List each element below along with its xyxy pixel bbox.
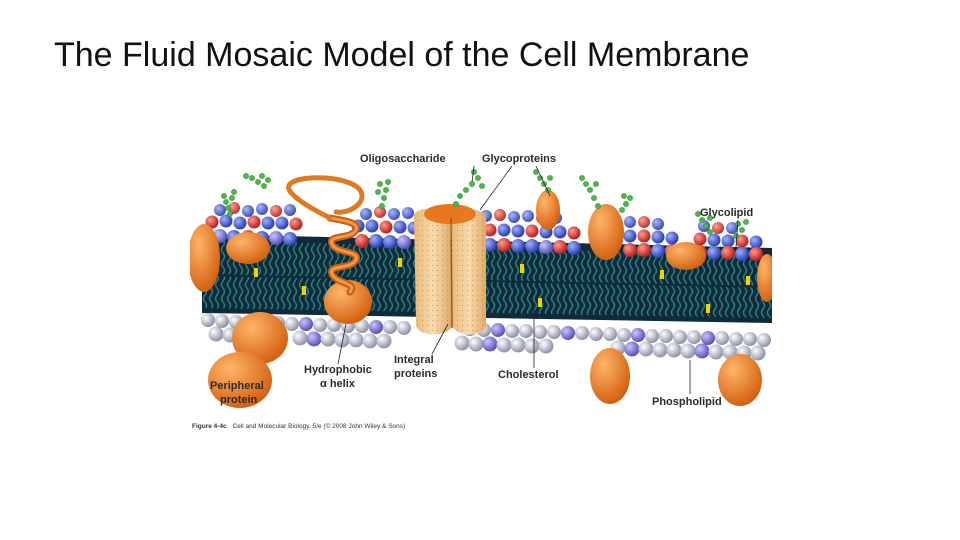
diagram-labels: Oligosaccharide Glycoproteins Glycolipid… <box>210 153 753 408</box>
label-hydrophobic-line2: α helix <box>320 378 356 390</box>
label-glycolipid: Glycolipid <box>700 207 753 219</box>
inner-protein-right <box>718 354 762 406</box>
sugar-chain-1 <box>221 189 237 217</box>
leader-oligosaccharide <box>471 165 475 183</box>
sugar-chain-8 <box>695 211 713 235</box>
surface-protein-left <box>226 232 270 264</box>
label-integral-line1: Integral <box>394 354 434 366</box>
sugar-chain-4 <box>453 169 485 207</box>
label-hydrophobic-line1: Hydrophobic <box>304 364 372 376</box>
membrane-figure: Oligosaccharide Glycoproteins Glycolipid… <box>190 148 772 436</box>
peripheral-protein <box>232 312 288 364</box>
leader-glycolipid <box>735 219 739 249</box>
leader-hydrophobic <box>337 323 347 365</box>
sugar-chain-7 <box>619 193 633 213</box>
leader-lines <box>337 165 739 394</box>
alpha-helix-protein <box>286 175 372 324</box>
surface-protein-right <box>666 242 706 270</box>
membrane-proteins <box>190 175 772 408</box>
label-glycoproteins: Glycoproteins <box>482 153 556 165</box>
glycoprotein-mid <box>536 190 560 230</box>
label-peripheral-line1: Peripheral <box>210 380 264 392</box>
sugar-chain-3 <box>375 179 391 209</box>
label-phospholipid: Phospholipid <box>652 396 722 408</box>
label-cholesterol: Cholesterol <box>498 369 559 381</box>
label-oligosaccharide: Oligosaccharide <box>360 153 446 165</box>
oligosaccharide-chains <box>221 169 749 239</box>
integral-channel-protein <box>414 204 486 335</box>
edge-protein-right <box>757 254 772 302</box>
figure-caption: Figure 4-4c Cell and Molecular Biology, … <box>192 422 405 430</box>
leader-glycoproteins-b <box>535 165 551 197</box>
peripheral-protein-lower <box>208 352 272 408</box>
glycoprotein-right <box>588 204 624 260</box>
slide-title: The Fluid Mosaic Model of the Cell Membr… <box>54 36 750 74</box>
membrane-diagram: Oligosaccharide Glycoproteins Glycolipid… <box>190 153 772 430</box>
inner-leaflet-heads <box>201 313 771 361</box>
edge-protein-left <box>190 224 220 292</box>
figure-credit: Cell and Molecular Biology, 5/e (© 2008 … <box>233 422 406 430</box>
inner-protein-mid <box>590 348 630 404</box>
sugar-chain-2 <box>243 173 271 189</box>
figure-number: Figure 4-4c <box>192 423 227 430</box>
sugar-chain-6 <box>579 175 601 209</box>
leader-integral <box>431 323 449 355</box>
leader-glycoproteins-a <box>479 165 513 211</box>
label-integral-line2: proteins <box>394 368 437 380</box>
label-peripheral-line2: protein <box>220 394 258 406</box>
